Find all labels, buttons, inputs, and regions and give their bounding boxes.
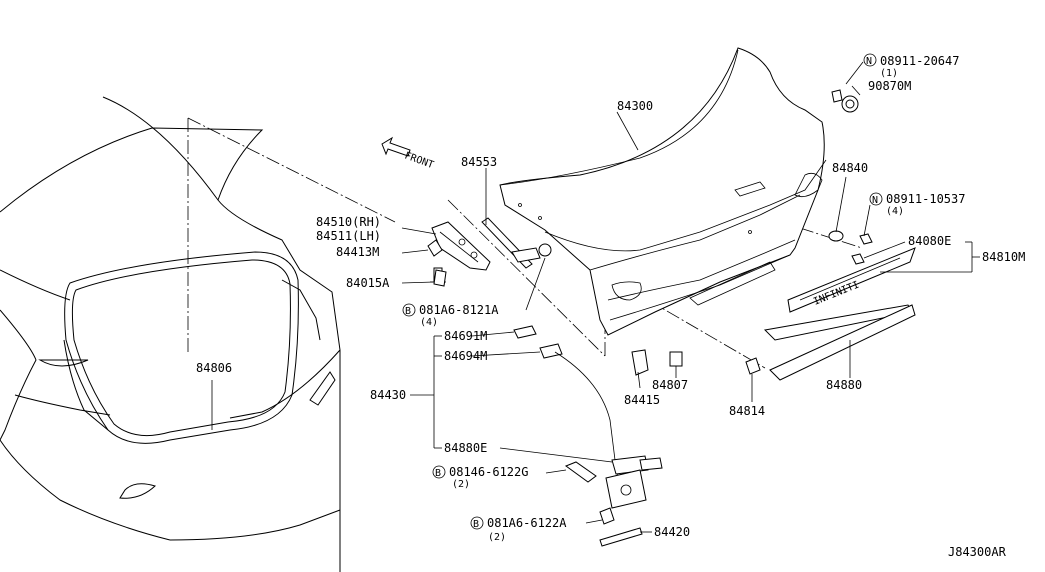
label-84840: 84840 bbox=[832, 161, 868, 175]
label-84015A: 84015A bbox=[346, 276, 390, 290]
finisher-84810M: INFINITI bbox=[787, 247, 916, 313]
label-84510: 84510(RH) bbox=[316, 215, 381, 229]
label-081A6-6122A-qty: (2) bbox=[488, 532, 506, 543]
label-08146-6122G-qty: (2) bbox=[452, 479, 470, 490]
b-symbol-3: B bbox=[473, 519, 479, 530]
b-symbol-1: B bbox=[405, 306, 411, 317]
label-081A6-8121A: 081A6-8121A bbox=[419, 303, 499, 317]
label-08911-10537-qty: (4) bbox=[886, 206, 904, 217]
vehicle-body bbox=[0, 96, 341, 572]
label-84880: 84880 bbox=[826, 378, 862, 392]
label-84691M: 84691M bbox=[444, 329, 487, 343]
label-84814: 84814 bbox=[729, 404, 765, 418]
label-84420: 84420 bbox=[654, 525, 690, 539]
label-84430: 84430 bbox=[370, 388, 406, 402]
label-84806: 84806 bbox=[196, 361, 232, 375]
prefix-symbols: N N B B B bbox=[402, 53, 883, 530]
label-84810M: 84810M bbox=[982, 250, 1025, 264]
leader-lines bbox=[211, 61, 980, 533]
label-08911-10537: 08911-10537 bbox=[886, 192, 965, 206]
label-84413M: 84413M bbox=[336, 245, 379, 259]
diagram-id: J84300AR bbox=[948, 545, 1007, 559]
label-90870M: 90870M bbox=[868, 79, 911, 93]
label-84415: 84415 bbox=[624, 393, 660, 407]
label-08911-20647: 08911-20647 bbox=[880, 54, 959, 68]
weatherstrip-84806 bbox=[64, 251, 299, 444]
trunk-lid-84300 bbox=[499, 47, 827, 336]
label-081A6-8121A-qty: (4) bbox=[420, 317, 438, 328]
part-labels: 84300 08911-20647 (1) 90870M 84553 84840… bbox=[196, 54, 1025, 559]
label-84694M: 84694M bbox=[444, 349, 487, 363]
label-84880E: 84880E bbox=[444, 441, 487, 455]
label-84807: 84807 bbox=[652, 378, 688, 392]
front-label: FRONT bbox=[403, 150, 435, 171]
molding-84880 bbox=[763, 304, 916, 381]
front-direction-arrow: FRONT bbox=[381, 136, 435, 171]
b-symbol-2: B bbox=[435, 468, 441, 479]
n-symbol-2: N bbox=[872, 195, 878, 206]
n-symbol-1: N bbox=[866, 56, 872, 67]
hinge-84510 bbox=[427, 217, 552, 283]
label-08911-20647-qty: (1) bbox=[880, 68, 898, 79]
label-081A6-6122A: 081A6-6122A bbox=[487, 516, 567, 530]
label-84080E: 84080E bbox=[908, 234, 951, 248]
label-84511: 84511(LH) bbox=[316, 229, 381, 243]
small-parts bbox=[433, 89, 873, 547]
label-08146-6122G: 08146-6122G bbox=[449, 465, 528, 479]
label-84300: 84300 bbox=[617, 99, 653, 113]
label-84553: 84553 bbox=[461, 155, 497, 169]
